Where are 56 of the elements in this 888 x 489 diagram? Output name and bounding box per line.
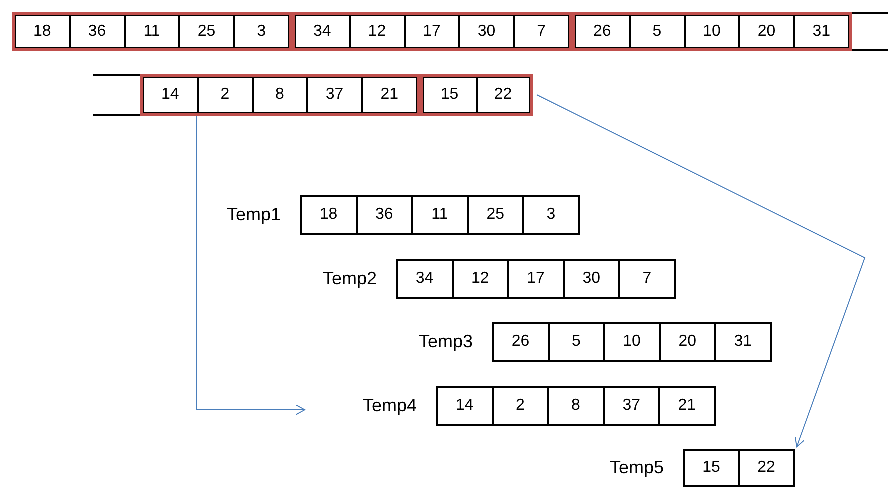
array-cell: 25 xyxy=(179,15,234,48)
array-cell: 12 xyxy=(452,260,508,298)
array-cell: 2 xyxy=(198,77,253,113)
array-label: Temp5 xyxy=(610,456,664,480)
array-cell: 14 xyxy=(437,387,493,425)
array-cell: 30 xyxy=(564,260,620,298)
partition-outline xyxy=(140,74,420,116)
array-cell: 21 xyxy=(362,77,417,113)
array-cell: 22 xyxy=(739,450,794,486)
array-label: Temp2 xyxy=(322,268,377,290)
array-cell: 3 xyxy=(523,196,579,234)
array-cell: 5 xyxy=(630,15,685,48)
array-cell: 22 xyxy=(476,77,530,113)
array-cell: 18 xyxy=(301,196,357,234)
array-cell: 17 xyxy=(508,260,564,298)
array-label: Temp3 xyxy=(418,330,473,354)
partition-outline xyxy=(292,12,572,51)
array-cell: 5 xyxy=(548,323,604,361)
array-cell: 18 xyxy=(15,15,70,48)
array-cell: 15 xyxy=(423,77,476,113)
array-cell: 34 xyxy=(397,260,453,298)
partition-outline xyxy=(12,12,292,51)
array-label: Temp4 xyxy=(362,394,417,418)
array-cell: 37 xyxy=(307,77,362,113)
array-cell: 36 xyxy=(356,196,412,234)
array-cell: 26 xyxy=(493,323,549,361)
array-cell: 11 xyxy=(412,196,468,234)
array-cell: 2 xyxy=(492,387,548,425)
array-cell: 3 xyxy=(234,15,289,48)
array-cell: 10 xyxy=(604,323,660,361)
array-cell: 8 xyxy=(252,77,308,113)
array-cell: 7 xyxy=(514,15,569,48)
array-cell: 7 xyxy=(619,260,675,298)
array-cell: 21 xyxy=(659,387,715,425)
array-cell: 8 xyxy=(548,387,604,425)
array-cell: 25 xyxy=(468,196,524,234)
array-cell: 15 xyxy=(684,450,739,486)
arrow xyxy=(536,94,866,448)
partition-outline xyxy=(572,12,852,51)
array-label: Temp1 xyxy=(226,204,281,226)
partition-outline xyxy=(420,74,533,116)
array-cell: 30 xyxy=(459,15,514,48)
array-cell: 20 xyxy=(660,323,716,361)
array-cell: 14 xyxy=(143,77,198,113)
array-cell: 37 xyxy=(604,387,660,425)
array-cell: 26 xyxy=(575,15,630,48)
arrow xyxy=(196,116,306,416)
array-cell: 12 xyxy=(350,15,405,48)
array-cell: 34 xyxy=(295,15,350,48)
array-cell: 17 xyxy=(404,15,460,48)
array-cell: 36 xyxy=(70,15,125,48)
array-cell: 31 xyxy=(794,15,849,48)
array-cell: 11 xyxy=(124,15,180,48)
array-cell: 20 xyxy=(739,15,794,48)
array-cell: 31 xyxy=(715,323,771,361)
array-cell: 10 xyxy=(684,15,740,48)
